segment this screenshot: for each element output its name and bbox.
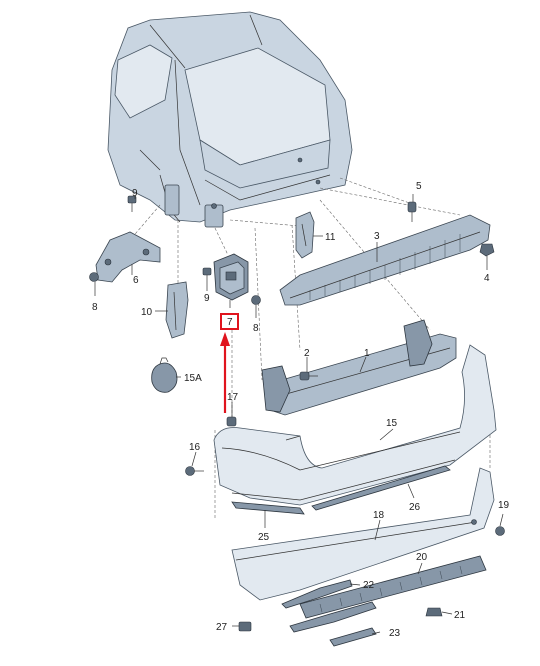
part-25-trim-strip [231,501,305,515]
part-7-bracket [213,253,249,301]
callout-21: 21 [454,610,466,621]
callout-8-center: 8 [253,323,259,334]
callout-27: 27 [216,622,228,633]
highlight-marker [220,313,239,413]
part-26-trim-strip [311,465,451,511]
part-2-screw [299,371,318,381]
callout-1: 1 [364,348,370,359]
part-27-clip [238,621,252,632]
leader-lines [94,194,504,635]
part-17-clip [226,416,237,427]
part-8-nut-center [251,295,261,305]
callout-17: 17 [227,392,239,403]
part-9-screw-center [202,267,212,284]
callout-7: 7 [227,317,233,328]
callout-18: 18 [373,510,385,521]
part-6-bracket [95,231,161,283]
car-rear-body [107,11,353,228]
callout-11: 11 [325,232,336,243]
callout-19: 19 [498,500,510,511]
callout-10: 10 [141,307,153,318]
callout-9-center: 9 [204,293,210,304]
part-4-nut [479,243,495,257]
callout-5: 5 [416,181,422,192]
part-16-screw [185,466,204,476]
callout-4: 4 [484,273,490,284]
part-15-bumper-cover [213,344,497,506]
callout-2: 2 [304,348,310,359]
callout-16: 16 [189,442,201,453]
callout-8-left: 8 [92,302,98,313]
part-9-screw-left [127,195,137,212]
callout-26: 26 [409,502,421,513]
callout-20: 20 [416,552,428,563]
part-8-nut-left [89,272,99,282]
part-21-clip [425,607,443,617]
part-20-diffuser [299,555,487,619]
part-15a-bag [151,357,178,393]
callout-15: 15 [386,418,398,429]
part-19-clip [495,526,505,536]
callout-9-left: 9 [132,188,138,199]
callout-3: 3 [374,231,380,242]
callout-6: 6 [133,275,139,286]
part-5-screw [407,201,417,222]
callout-22: 22 [363,580,375,591]
callout-25: 25 [258,532,270,543]
part-18-lower-section [231,467,495,601]
callout-labels: 1 2 3 4 5 6 7 8 8 9 9 10 11 15 15A 16 17… [92,181,510,639]
callout-23: 23 [389,628,401,639]
part-3-impact-absorber [279,214,491,306]
callout-15a: 15A [184,373,202,384]
part-1-reinforcement [261,319,457,416]
part-11-guide [295,211,315,259]
part-22-trim [281,579,353,609]
part-10-guide [165,281,189,339]
part-23-trim [289,601,377,647]
